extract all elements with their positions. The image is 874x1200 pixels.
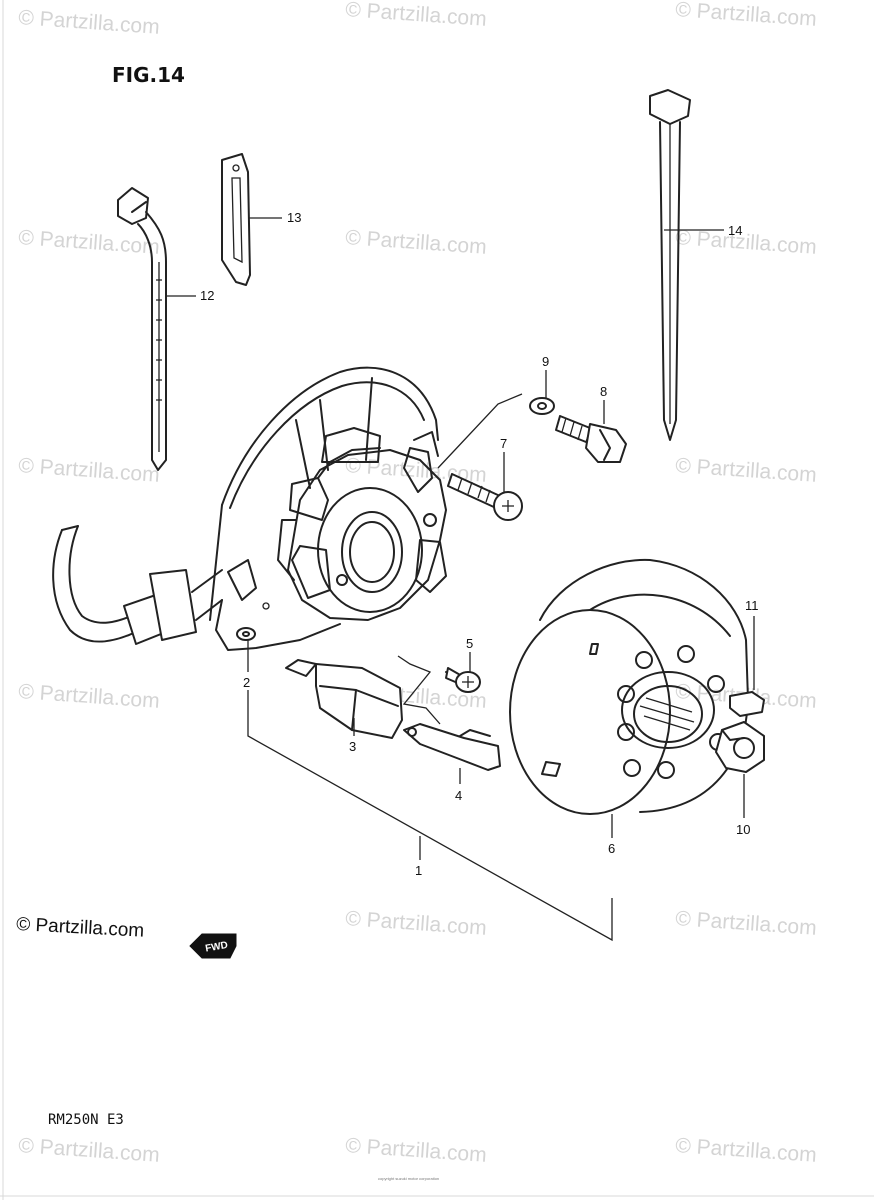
watermark: © Partzilla.com [675,454,818,487]
callout-6: 6 [608,841,615,856]
watermark-group: © Partzilla.com © Partzilla.com © Partzi… [18,0,818,1167]
watermark: © Partzilla.com [18,680,161,713]
callout-leaders [166,217,755,942]
callout-2: 2 [243,675,250,690]
part-11-key[interactable] [729,691,765,717]
fwd-arrow-icon: FWD [189,933,237,959]
watermark: © Partzilla.com [345,1134,488,1167]
part-4-bracket[interactable] [403,723,501,771]
watermark: © Partzilla.com [18,6,161,39]
part-7-screw[interactable] [447,473,523,521]
part-10-nut[interactable] [715,721,765,773]
screw-leader-line [397,655,441,725]
part-13-clamp[interactable] [221,153,251,286]
fwd-label: FWD [204,940,228,955]
callout-13: 13 [287,210,301,225]
part-14-cable-tie[interactable] [649,89,691,441]
part-8-bolt[interactable] [555,415,627,463]
callout-10: 10 [736,822,750,837]
watermark: © Partzilla.com [18,226,161,259]
callout-9: 9 [542,354,549,369]
wire-harness[interactable] [52,525,223,645]
part-2-washer[interactable] [236,627,256,641]
watermark: © Partzilla.com [675,0,818,31]
watermark: © Partzilla.com [345,907,488,940]
callout-11: 11 [745,598,759,613]
watermark: © Partzilla.com [345,0,488,31]
callout-8: 8 [600,384,607,399]
callout-3: 3 [349,739,356,754]
part-9-washer[interactable] [529,397,555,415]
callout-1: 1 [415,863,422,878]
part-6-rotor[interactable] [509,558,749,815]
callout-12: 12 [200,288,214,303]
watermark: © Partzilla.com [675,226,818,259]
callout-7: 7 [500,436,507,451]
bolt-leader-line [437,393,523,469]
watermark: © Partzilla.com [18,454,161,487]
brand-label: © Partzilla.com [16,914,145,942]
watermark: © Partzilla.com [18,1134,161,1167]
stator-assembly[interactable] [209,366,447,651]
part-12-cable-tie[interactable] [117,187,167,471]
callout-4: 4 [455,788,462,803]
footer-text: copyright suzuki motor corporation [378,1176,439,1181]
callout-labels: 1 2 3 4 5 6 7 8 9 10 11 12 13 14 [200,210,759,878]
callout-5: 5 [466,636,473,651]
part-5-screw[interactable] [445,667,481,693]
part-3-pickup-coil[interactable] [285,659,403,739]
watermark: © Partzilla.com [345,226,488,259]
callout-14: 14 [728,223,742,238]
watermark: © Partzilla.com [675,1134,818,1167]
figure-title: FIG.14 [112,63,185,87]
watermark: © Partzilla.com [675,907,818,940]
model-code: RM250N E3 [48,1112,124,1128]
